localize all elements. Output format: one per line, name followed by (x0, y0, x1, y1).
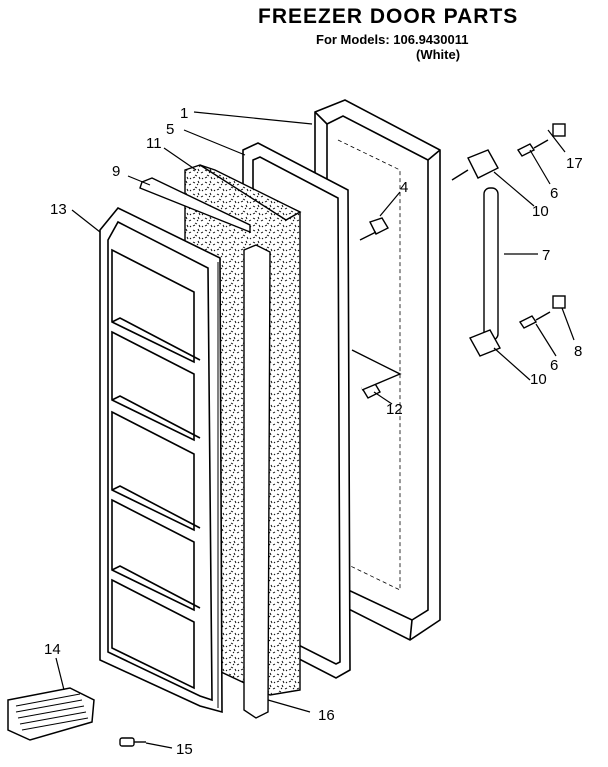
callout-13: 13 (50, 201, 67, 218)
part-4-door-stop (359, 217, 389, 241)
callout-4: 4 (400, 179, 408, 196)
part-7-hinge-pin (483, 187, 499, 341)
callout-12: 12 (386, 401, 403, 418)
leader-lines (55, 111, 575, 749)
callout-11: 11 (146, 135, 162, 152)
callout-6-top: 6 (550, 185, 558, 202)
diagram-header: FREEZER DOOR PARTS For Models: 106.94300… (0, 0, 608, 70)
diagram-title: FREEZER DOOR PARTS (258, 5, 519, 28)
callout-labels: 1 5 11 9 13 4 17 6 10 7 8 6 10 12 14 16 … (44, 105, 583, 758)
callout-10-top: 10 (532, 203, 549, 220)
callout-9: 9 (112, 163, 120, 180)
callout-1: 1 (180, 105, 188, 122)
callout-8: 8 (574, 343, 582, 360)
callout-16: 16 (318, 707, 335, 724)
part-6-hinge-screw-bottom (518, 311, 551, 329)
part-13-inner-door-liner (99, 207, 223, 714)
callout-14: 14 (44, 641, 61, 658)
part-10-hinge-bracket-top (451, 149, 499, 181)
part-6-hinge-screw-top (516, 139, 549, 157)
callout-7: 7 (542, 247, 550, 264)
part-9-trim-strip (139, 177, 251, 234)
model-number: For Models: 106.9430011 (316, 32, 469, 47)
callout-17: 17 (566, 155, 583, 172)
part-8-hinge-cap-bottom (552, 295, 566, 309)
callout-10-bottom: 10 (530, 371, 547, 388)
part-17-hinge-cap-top (552, 123, 566, 137)
part-10-hinge-bracket-bottom (469, 329, 501, 357)
part-16-side-trim (243, 244, 271, 719)
part-12-clip (351, 349, 402, 399)
part-14-handle (7, 687, 95, 741)
callout-5: 5 (166, 121, 174, 138)
model-color: (White) (416, 47, 461, 62)
callout-6-bottom: 6 (550, 357, 558, 374)
part-15-screw (119, 737, 146, 747)
callout-15: 15 (176, 741, 193, 758)
